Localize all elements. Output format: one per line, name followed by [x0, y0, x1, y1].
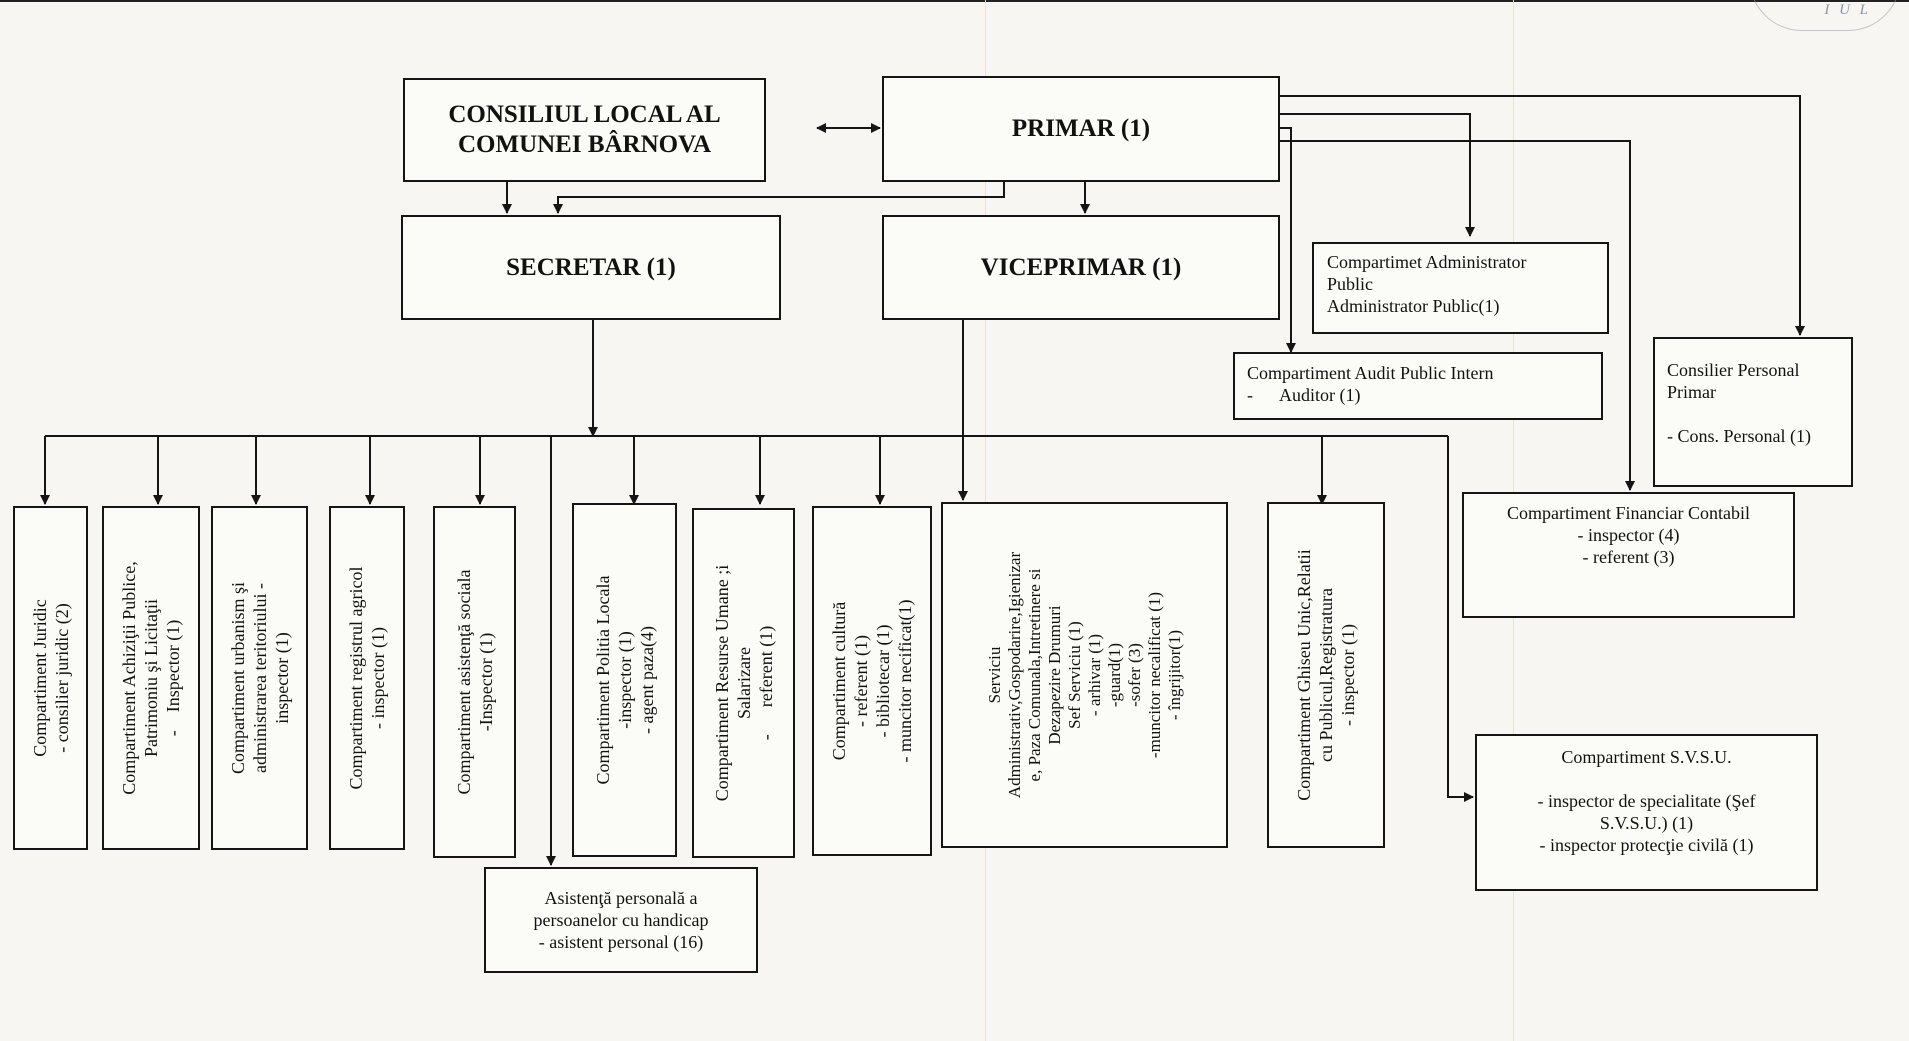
- svsu-box: Compartiment S.V.S.U. - inspector de spe…: [1475, 734, 1818, 891]
- advisor-spacer: [1667, 403, 1839, 425]
- dept-achizitii: Compartiment Achiziţii Publice, Patrimon…: [102, 506, 200, 850]
- dept-serviciu-line-4: Dezapezire Drumuri: [1044, 605, 1064, 745]
- disability-line-3: - asistent personal (16): [538, 932, 704, 952]
- dept-resurse-line-1: Compartiment Resurse Umane ;i: [711, 564, 732, 802]
- dept-achizitii-line-3: - Inspector (1): [163, 619, 183, 737]
- disability-assistance-box: Asistenţă personală a persoanelor cu han…: [484, 867, 758, 973]
- dept-ghiseu-line-3: - inspector (1): [1338, 624, 1358, 726]
- dept-politia-line-1: Compartiment Politia Locala: [592, 575, 613, 785]
- advisor-line-2: Primar: [1667, 382, 1716, 402]
- dept-registru-line-2: - inspector (1): [368, 627, 388, 729]
- dept-politia-line-2: -inspector (1): [614, 631, 635, 729]
- dept-serviciu-line-7: -guard(1): [1104, 642, 1124, 708]
- dept-cultura-line-2: - referent (1): [851, 635, 871, 727]
- svsu-spacer: [1485, 768, 1808, 790]
- vice-mayor-label: VICEPRIMAR (1): [980, 253, 1182, 281]
- dept-achizitii-line-1: Compartiment Achiziţii Publice,: [119, 561, 139, 795]
- council-line-1: CONSILIUL LOCAL AL: [448, 101, 721, 128]
- dept-juridic-line-1: Compartiment Juridic: [29, 599, 50, 757]
- dept-urbanism-line-1: Compartiment urbanism şi: [227, 582, 248, 774]
- advisor-line-4: - Cons. Personal (1): [1667, 426, 1811, 446]
- admin-line-1: Compartimet Administrator: [1327, 252, 1527, 272]
- disability-line-2: persoanelor cu handicap: [533, 910, 709, 930]
- stamp-seal-text: I U L: [1824, 2, 1871, 18]
- advisor-box: Consilier Personal Primar - Cons. Person…: [1653, 337, 1853, 487]
- dept-serviciu-line-9: -muncitor necalificat (1): [1144, 591, 1164, 759]
- mayor-label: PRIMAR (1): [1011, 115, 1151, 142]
- dept-ghiseu-line-1: Compartiment Ghiseu Unic,Relatii: [1294, 549, 1314, 801]
- council-box: CONSILIUL LOCAL AL COMUNEI BÂRNOVA: [403, 78, 766, 182]
- finance-line-3: - referent (3): [1582, 547, 1675, 567]
- advisor-line-1: Consilier Personal: [1667, 360, 1800, 380]
- disability-line-1: Asistenţă personală a: [544, 888, 698, 908]
- secretary-label: SECRETAR (1): [506, 253, 676, 281]
- council-line-2: COMUNEI BÂRNOVA: [457, 131, 711, 158]
- finance-line-1: Compartiment Financiar Contabil: [1507, 503, 1750, 523]
- admin-line-2: Public: [1327, 274, 1374, 294]
- dept-politia-line-3: - agent paza(4): [636, 626, 657, 734]
- dept-asistenta-line-1: Compartiment asistenţă sociala: [453, 569, 474, 795]
- svsu-line-4: S.V.S.U.) (1): [1599, 813, 1694, 833]
- svsu-line-5: - inspector protecţie civilă (1): [1539, 835, 1754, 855]
- dept-urbanism-line-2: administrarea teritoriului -: [249, 583, 270, 773]
- finance-line-2: - inspector (4): [1577, 525, 1680, 545]
- dept-cultura: Compartiment cultură - referent (1) - bi…: [812, 506, 932, 856]
- dept-ghiseu-line-2: cu Publicul,Registratura: [1316, 588, 1336, 762]
- dept-achizitii-line-2: Patrimoniu şi Licitaţii: [141, 599, 161, 757]
- dept-asistenta-line-2: -Inspector (1): [475, 632, 496, 732]
- dept-resurse-line-2: Salarizare: [733, 647, 754, 719]
- dept-serviciu-administrativ: Serviciu Administrativ,Gospodarire,Igien…: [941, 502, 1228, 848]
- dept-urbanism: Compartiment urbanism şi administrarea t…: [211, 506, 308, 850]
- dept-urbanism-line-3: inspector (1): [271, 632, 292, 724]
- dept-ghiseu-unic: Compartiment Ghiseu Unic,Relatii cu Publ…: [1267, 502, 1385, 848]
- vice-mayor-box: VICEPRIMAR (1): [882, 215, 1280, 320]
- dept-serviciu-line-6: - arhivar (1): [1084, 633, 1104, 717]
- dept-serviciu-line-10: - îngrijitor(1): [1164, 629, 1184, 721]
- dept-juridic: Compartiment Juridic - consilier juridic…: [13, 506, 88, 850]
- scan-edge-line: [0, 0, 1909, 2]
- svsu-line-1: Compartiment S.V.S.U.: [1561, 747, 1732, 767]
- dept-cultura-line-3: - bibliotecar (1): [873, 624, 893, 738]
- finance-box: Compartiment Financiar Contabil - inspec…: [1462, 492, 1795, 618]
- admin-line-3: Administrator Public(1): [1327, 296, 1500, 316]
- secretary-box: SECRETAR (1): [401, 215, 781, 320]
- dept-resurse-line-3: - referent (1): [755, 625, 776, 741]
- dept-serviciu-line-2: Administrativ,Gospodarire,Igienizar: [1004, 551, 1024, 799]
- svsu-line-3: - inspector de specialitate (Şef: [1537, 791, 1756, 811]
- dept-serviciu-line-1: Serviciu: [984, 646, 1004, 704]
- dept-registru-line-1: Compartiment registrul agricol: [346, 566, 366, 790]
- dept-resurse-umane: Compartiment Resurse Umane ;i Salarizare…: [692, 508, 795, 858]
- mayor-box: PRIMAR (1): [882, 76, 1280, 182]
- dept-registru: Compartiment registrul agricol - inspect…: [329, 506, 405, 850]
- audit-line-1: Compartiment Audit Public Intern: [1247, 363, 1494, 383]
- dept-cultura-line-1: Compartiment cultură: [829, 601, 849, 761]
- dept-serviciu-line-5: Sef Serviciu (1): [1064, 621, 1084, 729]
- audit-box: Compartiment Audit Public Intern - Audit…: [1233, 352, 1603, 420]
- dept-politia-locala: Compartiment Politia Locala -inspector (…: [572, 503, 677, 857]
- dept-juridic-line-2: - consilier juridic (2): [51, 603, 72, 753]
- dept-serviciu-line-8: -sofer (3): [1124, 643, 1144, 707]
- admin-public-box: Compartimet Administrator Public Adminis…: [1312, 242, 1609, 334]
- dept-asistenta-sociala: Compartiment asistenţă sociala -Inspecto…: [433, 506, 516, 858]
- dept-cultura-line-4: - muncitor necificat(1): [895, 599, 915, 763]
- dept-serviciu-line-3: e, Paza Comunala,Intretinere si: [1024, 568, 1044, 782]
- audit-line-2: - Auditor (1): [1247, 385, 1361, 405]
